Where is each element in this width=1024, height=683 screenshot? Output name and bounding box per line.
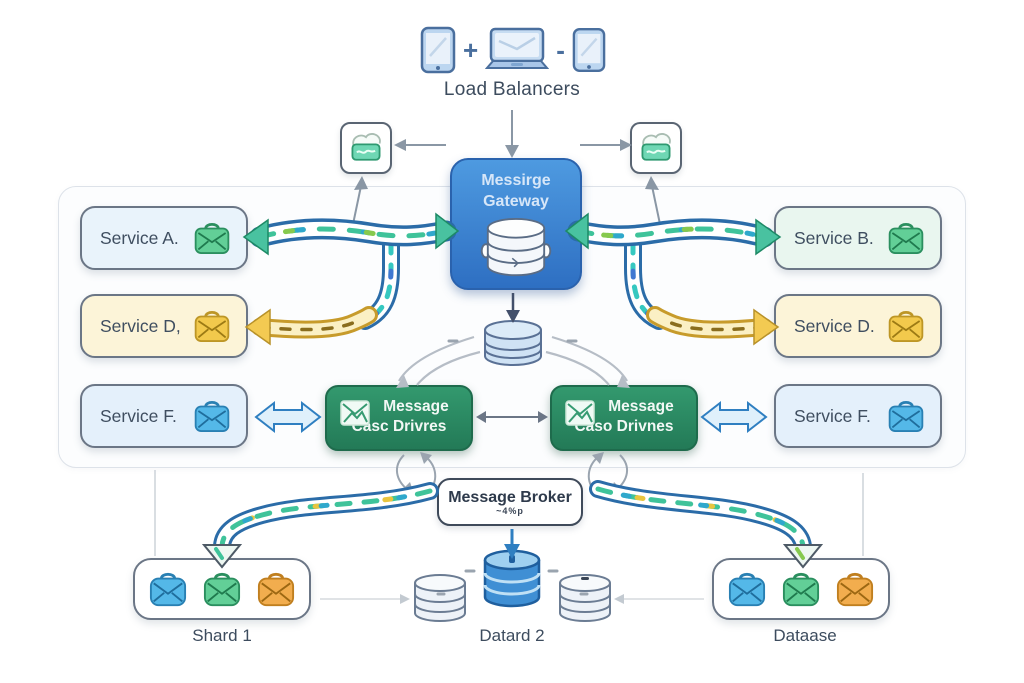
shard-node xyxy=(133,558,311,620)
db-cylinder-light-icon xyxy=(559,574,611,622)
shard-label: Shard 1 xyxy=(192,626,252,645)
message-broker-node: Message Broker ~4%p xyxy=(437,478,583,526)
message-gateway-node: Messirge Gateway xyxy=(450,158,582,290)
driver-label-line2: Casc Drivres xyxy=(351,418,447,435)
database-node xyxy=(712,558,890,620)
plus-sign: + xyxy=(463,35,479,65)
service-node-d-left: Service D, xyxy=(80,294,248,358)
broker-label: Message Broker xyxy=(448,488,572,506)
service-node-f-left: Service F. xyxy=(80,384,248,448)
broker-sublabel: ~4%p xyxy=(496,505,524,516)
laptop-icon xyxy=(485,27,550,69)
message-driver-node-right: Message Caso Drivnes xyxy=(550,385,698,451)
service-label: Service F. xyxy=(794,405,871,426)
cluster-label: Datard 2 xyxy=(479,626,545,645)
service-node-b: Service B. xyxy=(774,206,942,270)
tablet-icon xyxy=(572,28,606,72)
minus-sign: - xyxy=(556,35,565,65)
briefcase-envelope-icon xyxy=(194,222,230,254)
briefcase-blue-icon xyxy=(149,572,187,607)
service-label: Service D, xyxy=(100,315,181,336)
gateway-title-line1: Messirge xyxy=(481,172,551,189)
service-label: Service A. xyxy=(100,227,179,248)
briefcase-green-icon xyxy=(782,572,820,607)
db-cylinder-light-icon xyxy=(414,574,466,622)
driver-label-line1: Message xyxy=(383,398,449,415)
mini-node-left xyxy=(340,122,392,174)
cloud-inbox-icon xyxy=(351,133,381,161)
cloud-inbox-icon xyxy=(641,133,671,161)
gateway-title-line2: Gateway xyxy=(483,192,549,210)
cache-cylinder-icon xyxy=(484,320,542,366)
briefcase-envelope-icon xyxy=(888,222,924,254)
briefcase-envelope-icon xyxy=(888,400,924,432)
pipe-broker-shard xyxy=(201,482,439,569)
message-driver-node-left: Message Casc Drivres xyxy=(325,385,473,451)
load-balancer-devices: + - xyxy=(420,26,606,74)
service-label: Service D. xyxy=(794,315,875,336)
service-label: Service B. xyxy=(794,227,874,248)
database-label: Dataase xyxy=(773,626,837,645)
db-cylinder-blue-icon xyxy=(483,549,541,608)
tablet-icon xyxy=(420,26,456,74)
service-node-a: Service A. xyxy=(80,206,248,270)
pipe-broker-database xyxy=(589,480,824,569)
driver-label-line2: Caso Drivnes xyxy=(574,418,674,435)
database-cluster xyxy=(414,549,611,622)
briefcase-envelope-icon xyxy=(194,400,230,432)
load-balancers-label: Load Balancers xyxy=(443,79,581,100)
envelope-icon xyxy=(565,400,595,426)
service-node-f-right: Service F. xyxy=(774,384,942,448)
service-label: Service F. xyxy=(100,405,177,426)
briefcase-orange-icon xyxy=(257,572,295,607)
briefcase-envelope-icon xyxy=(888,310,924,342)
driver-label-line1: Message xyxy=(608,398,674,415)
briefcase-envelope-icon xyxy=(194,310,230,342)
database-cylinder-icon xyxy=(480,217,552,276)
service-node-d-right: Service D. xyxy=(774,294,942,358)
briefcase-blue-icon xyxy=(728,572,766,607)
briefcase-orange-icon xyxy=(836,572,874,607)
briefcase-green-icon xyxy=(203,572,241,607)
mini-node-right xyxy=(630,122,682,174)
envelope-icon xyxy=(340,400,370,426)
